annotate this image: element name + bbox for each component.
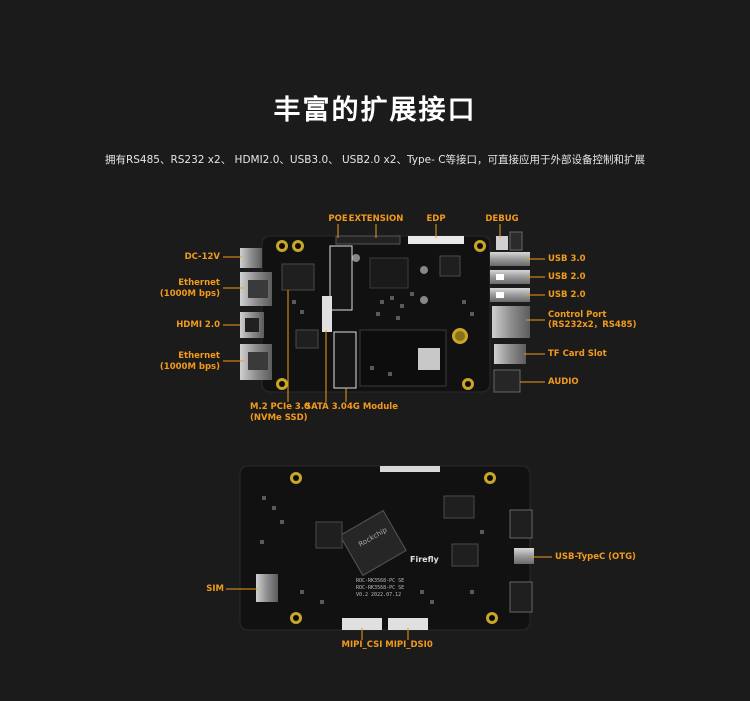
label-edp: EDP [426,214,446,224]
label-poe: POE [328,214,348,224]
soc-chip [339,509,407,577]
model-silk-2: ROC-RK3568-PC SE [356,585,404,591]
sim-slot [256,574,278,602]
top-leader-lines [223,224,545,402]
usb3-port [490,252,530,266]
edp-connector [408,236,464,244]
dc-jack [240,248,262,268]
label-ethernet-1-line2: (1000M bps) [159,289,220,299]
label-audio: AUDIO [548,377,579,387]
label-debug: DEBUG [485,214,519,224]
label-control-port-line1: Control Port [548,310,607,320]
label-sim: SIM [206,584,224,594]
control-port [492,306,530,338]
label-hdmi: HDMI 2.0 [176,320,220,330]
label-sata: SATA 3.0 [305,402,347,412]
label-extension: EXTENSION [348,214,404,224]
module-chip [418,348,440,370]
bottom-leader-lines [226,556,552,640]
label-ethernet-1-line1: Ethernet [178,278,220,288]
brand-silk: Firefly [410,555,440,564]
label-usb30: USB 3.0 [548,254,586,264]
4g-slot [333,331,357,389]
label-dc: DC-12V [184,252,220,262]
version-silk: V0.2 2022.07.12 [356,592,401,598]
label-usb-typec: USB-TypeC (OTG) [555,552,636,562]
label-tf-card: TF Card Slot [548,349,607,359]
page-subtitle: 拥有RS485、RS232 x2、 HDMI2.0、USB3.0、 USB2.0… [104,154,646,166]
usb2-port-2 [490,288,530,302]
label-m2-line1: M.2 PCIe 3.0 [250,402,310,412]
bottom-board: Rockchip Firefly ROC-RK3568-PC SE ROC-RK… [239,465,534,631]
mipi-dsi-connector [388,618,428,630]
extension-header [335,235,401,245]
debug-header [496,236,508,250]
sata-connector [322,296,332,332]
label-control-port-line2: (RS232x2，RS485) [548,320,637,330]
label-4g-module: 4G Module [347,402,398,412]
m2-slot [329,245,353,311]
label-mipi-dsi: MIPI_DSI0 [385,640,433,650]
usb2-port-1 [490,270,530,284]
label-usb20-1: USB 2.0 [548,272,586,282]
label-mipi-csi: MIPI_CSI [341,640,383,650]
page-title: 丰富的扩展接口 [273,95,477,126]
label-m2-line2: (NVMe SSD) [250,413,308,423]
label-ethernet-2-line2: (1000M bps) [159,362,220,372]
tf-card-slot [494,344,526,364]
usb-typec-port [514,548,534,564]
top-board [240,231,530,393]
mipi-csi-connector [342,618,382,630]
audio-jack [493,369,521,393]
model-silk-1: ROC-RK3568-PC SE [356,578,404,584]
label-usb20-2: USB 2.0 [548,290,586,300]
label-ethernet-2-line1: Ethernet [178,351,220,361]
